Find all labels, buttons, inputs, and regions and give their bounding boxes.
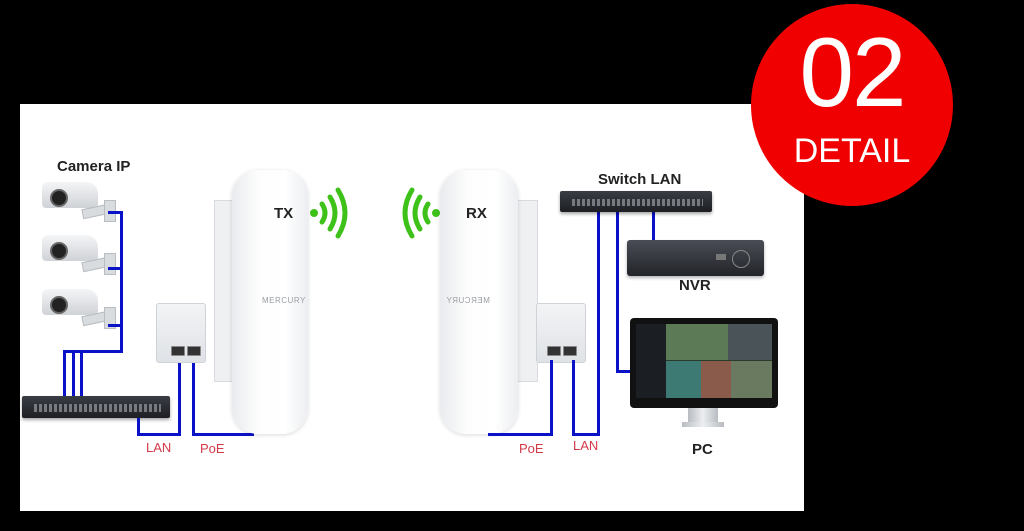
monitor-stand bbox=[688, 408, 718, 424]
network-switch-right bbox=[560, 191, 712, 212]
tx-brand-text: MERCURY bbox=[262, 296, 306, 305]
lan-wire-left bbox=[137, 418, 140, 436]
poe-wire-right bbox=[550, 360, 553, 436]
poe-wire-left-h bbox=[192, 433, 254, 436]
monitor-base bbox=[682, 422, 724, 427]
poe-label-left: PoE bbox=[200, 441, 225, 456]
wifi-signal-in-icon bbox=[402, 187, 440, 239]
wifi-signal-out-icon bbox=[310, 187, 348, 239]
switch-uplink-wire-1 bbox=[63, 350, 66, 398]
camera-3-wire bbox=[108, 324, 122, 327]
poe-label-right: PoE bbox=[519, 441, 544, 456]
ip-camera-2-icon bbox=[38, 233, 128, 281]
tx-label: TX bbox=[274, 205, 294, 222]
rx-label: RX bbox=[466, 205, 487, 222]
lan-wire-right-v bbox=[597, 210, 600, 436]
poe-wire-left bbox=[192, 360, 195, 436]
pc-label: PC bbox=[692, 441, 713, 458]
nvr-wire bbox=[652, 210, 655, 242]
lan-label-right: LAN bbox=[573, 438, 599, 453]
nvr-device bbox=[627, 240, 764, 276]
lan-label-left: LAN bbox=[146, 440, 172, 455]
lan-wire-right-h bbox=[572, 433, 600, 436]
camera-trunk-horizontal bbox=[80, 350, 123, 353]
switch-uplink-bridge bbox=[63, 350, 83, 353]
badge-number: 02 bbox=[799, 17, 906, 127]
switch-uplink-wire-2 bbox=[72, 350, 75, 398]
rx-brand-text: MERCURY bbox=[446, 296, 490, 305]
camera-trunk-wire bbox=[120, 211, 123, 352]
pc-monitor bbox=[630, 318, 778, 408]
poe-injector-right bbox=[536, 303, 586, 363]
lan-wire-right bbox=[572, 360, 575, 436]
pc-wire bbox=[616, 210, 619, 372]
pc-wire-h bbox=[616, 370, 630, 373]
poe-injector-left bbox=[156, 303, 206, 363]
camera-1-wire bbox=[108, 211, 122, 214]
rx-cpe-device: MERCURY bbox=[440, 170, 518, 434]
lan-wire-left-v bbox=[178, 360, 181, 436]
poe-wire-right-h bbox=[488, 433, 552, 436]
nvr-label: NVR bbox=[679, 277, 711, 294]
switch-uplink-wire-3 bbox=[80, 350, 83, 398]
diagram-panel bbox=[20, 104, 804, 511]
detail-badge: 02 DETAIL bbox=[751, 4, 953, 206]
network-switch-left bbox=[22, 396, 170, 418]
camera-2-wire bbox=[108, 267, 122, 270]
tx-cpe-device: MERCURY bbox=[232, 170, 308, 434]
lan-wire-left-h bbox=[137, 433, 180, 436]
camera-ip-label: Camera IP bbox=[57, 158, 131, 175]
ip-camera-1-icon bbox=[38, 180, 128, 228]
switch-lan-label: Switch LAN bbox=[598, 171, 682, 188]
badge-text: DETAIL bbox=[793, 132, 911, 170]
ip-camera-3-icon bbox=[38, 287, 128, 335]
